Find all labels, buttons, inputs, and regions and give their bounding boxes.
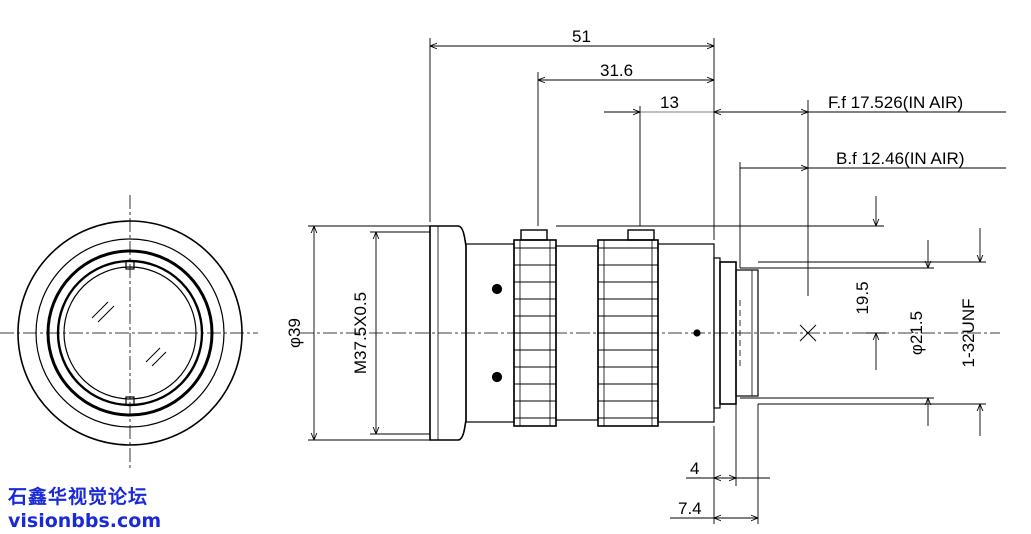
dim-outer-diameter: φ39 <box>285 318 304 348</box>
front-ring-3 <box>46 249 214 417</box>
dim-filter-thread: M37.5X0.5 <box>351 292 370 374</box>
glass-reflection-marks <box>91 301 167 367</box>
screw-lower <box>491 371 503 383</box>
dim-mount-thread: 1-32UNF <box>959 299 978 368</box>
dim-sensor-half: 19.5 <box>853 281 872 314</box>
screw-upper <box>491 283 503 295</box>
front-tab-bottom <box>125 396 135 406</box>
watermark-url: visionbbs.com <box>8 510 162 532</box>
knurl-lines <box>513 240 659 426</box>
front-outer-ring <box>17 220 243 446</box>
dim-back-focal: B.f 12.46(IN AIR) <box>836 149 965 168</box>
front-ring-2 <box>35 238 225 428</box>
front-view <box>0 195 258 470</box>
dim-ring-span: 31.6 <box>600 61 633 80</box>
side-view <box>300 225 1000 441</box>
dimension-labels: 51 31.6 13 F.f 17.526(IN AIR) B.f 12.46(… <box>285 27 978 518</box>
dim-mount-length: 4 <box>690 459 699 478</box>
dimension-lines <box>308 38 1006 524</box>
dim-mount-flange: 7.4 <box>678 499 702 518</box>
front-tab-top <box>125 260 135 270</box>
dim-overall-length: 51 <box>572 27 591 46</box>
dim-rear-ring: 13 <box>660 93 679 112</box>
rear-dot <box>693 329 701 337</box>
focus-lock-screw[interactable] <box>520 229 548 241</box>
watermark-cn: 石鑫华视觉论坛 <box>8 486 149 508</box>
focal-point-mark <box>799 324 817 342</box>
dim-mount-diameter: φ21.5 <box>907 311 926 355</box>
mount-tube <box>735 269 759 397</box>
iris-lock-screw[interactable] <box>627 229 655 241</box>
dim-flange-focal: F.f 17.526(IN AIR) <box>828 93 963 112</box>
front-glass <box>63 266 197 400</box>
